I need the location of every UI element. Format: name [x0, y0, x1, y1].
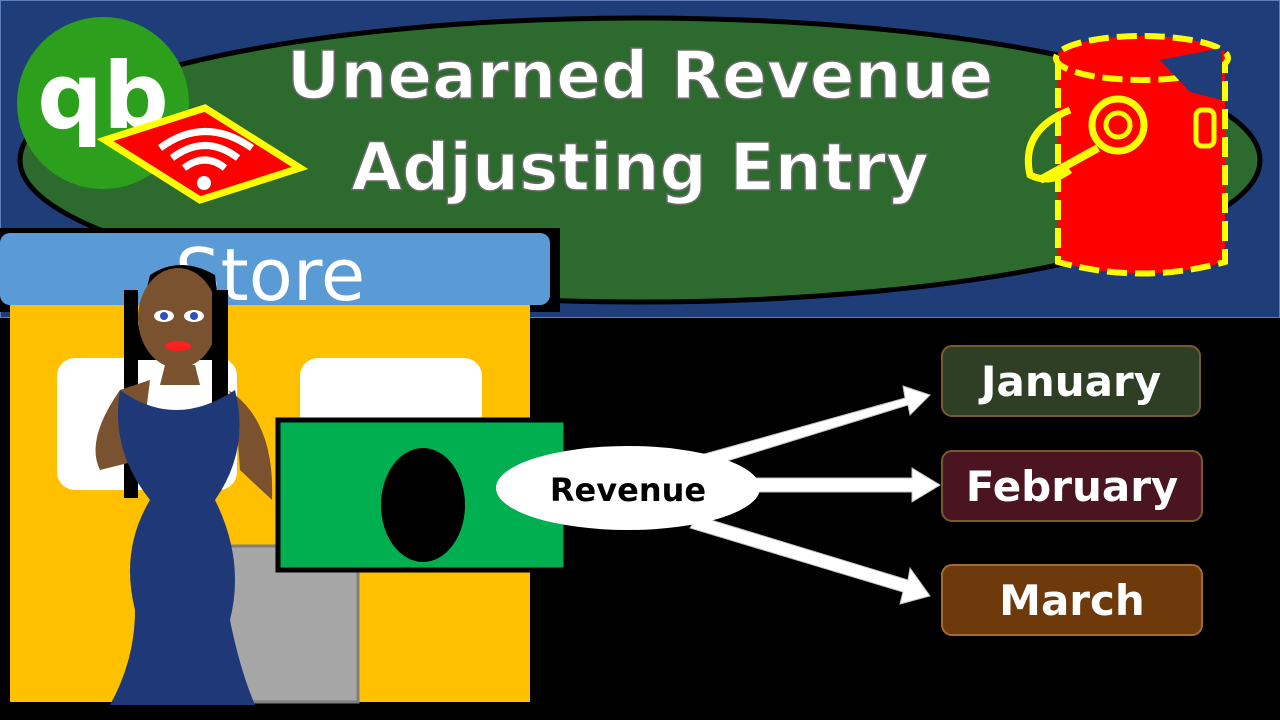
- month-box-january: [941, 345, 1201, 417]
- month-box-february: [941, 450, 1203, 522]
- month-label-january: January: [978, 357, 1161, 406]
- store-sign: [0, 233, 550, 305]
- revenue-label: Revenue: [550, 471, 706, 509]
- month-label-march: March: [999, 576, 1145, 625]
- arrow-to-march: [689, 515, 931, 605]
- month-boxes: January February March: [941, 345, 1203, 636]
- bucket-icon: [1024, 33, 1231, 277]
- month-box-march: [941, 564, 1203, 636]
- title-line-2: Adjusting Entry: [351, 129, 929, 206]
- revenue-bubble: [496, 446, 760, 530]
- month-label-february: February: [966, 462, 1179, 511]
- woman-figure: [95, 265, 273, 705]
- title-line-1: Unearned Revenue: [287, 37, 994, 114]
- wifi-icon: [96, 104, 309, 204]
- arrow-to-january: [689, 385, 931, 471]
- arrow-to-february: [739, 467, 941, 503]
- arrows: [689, 385, 941, 605]
